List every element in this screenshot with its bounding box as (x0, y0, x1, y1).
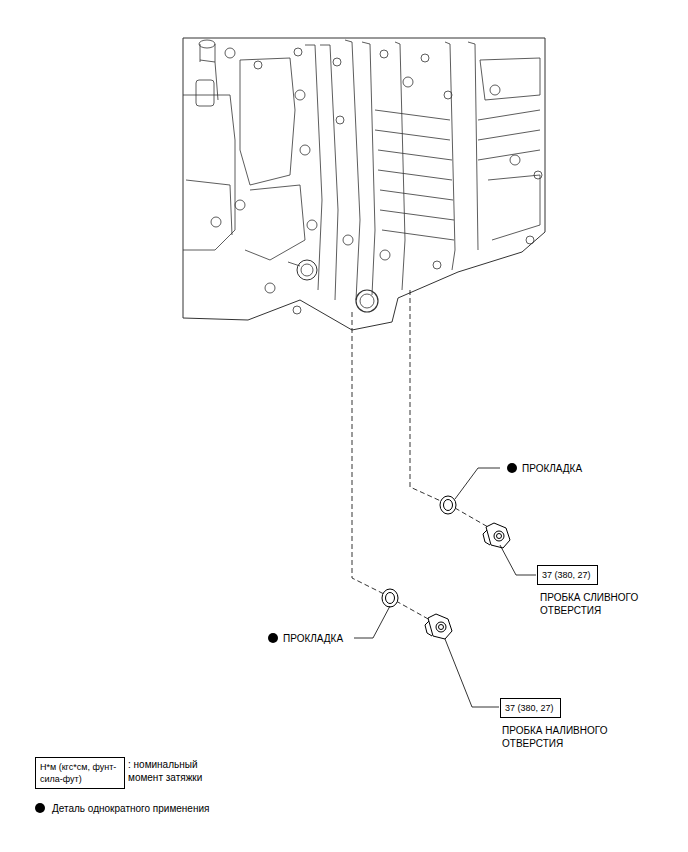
torque-box: 37 (380, 27) (500, 698, 561, 718)
legend-torque-box: Н*м (кгс*см, фунт-сила-фут) (35, 757, 125, 789)
box-text: 37 (380, 27) (505, 702, 556, 714)
legend-text: Деталь однократного применения (52, 802, 209, 815)
torque-box: 37 (380, 27) (537, 565, 598, 585)
box-text: 37 (380, 27) (542, 569, 593, 581)
legend-note: : номинальный момент затяжки (128, 758, 224, 784)
part-name: ПРОБКА НАЛИВНОГО ОТВЕРСТИЯ (502, 724, 620, 750)
part-name: ПРОКЛАДКА (522, 462, 582, 475)
box-text: Н*м (кгс*см, фунт-сила-фут) (40, 761, 120, 785)
part-name: ПРОБКА СЛИВНОГО ОТВЕРСТИЯ (540, 591, 658, 617)
part-name: ПРОКЛАДКА (283, 632, 343, 645)
